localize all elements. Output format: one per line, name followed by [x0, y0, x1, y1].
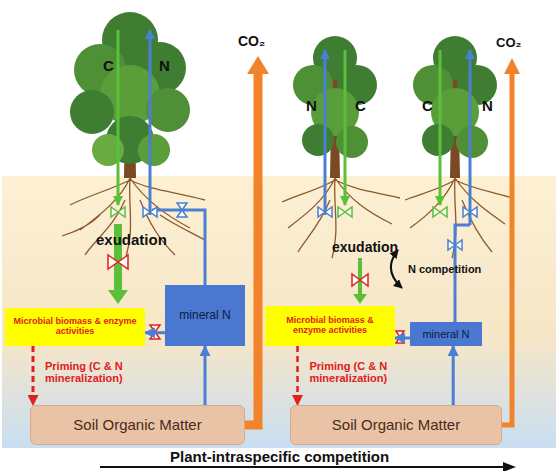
annotation-label: C: [422, 98, 433, 113]
soil-organic-matter-box: Soil Organic Matter: [290, 405, 502, 445]
annotation-label: exudation: [96, 232, 167, 247]
node-text: mineral N: [422, 328, 469, 340]
flow-arrow: [452, 346, 455, 405]
flow-arrow: [145, 331, 165, 334]
annotation-label: N: [306, 98, 317, 113]
flow-arrow: [32, 346, 35, 405]
edge-label: Priming (C & N mineralization): [310, 360, 415, 385]
tree-canopies: [70, 12, 497, 166]
annotation-label: N: [159, 58, 170, 73]
plant-flows: [108, 30, 470, 322]
microbe-box: Microbial biomass & enzyme activities: [5, 308, 145, 346]
annotation-label: Plant-intraspecific competition: [170, 449, 389, 464]
node-text: Soil Organic Matter: [73, 417, 201, 434]
node-text: Microbial biomass & enzyme activities: [269, 316, 391, 336]
soil-organic-matter-box: Soil Organic Matter: [30, 405, 245, 445]
annotation-label: N: [482, 98, 493, 113]
mineral-n-box: mineral N: [410, 322, 482, 346]
roots: [62, 178, 512, 260]
flow-arrow: [296, 346, 299, 405]
node-text: Microbial biomass & enzyme activities: [9, 317, 141, 337]
annotation-label: C: [355, 98, 366, 113]
annotation-label: CO₂: [496, 36, 521, 49]
annotation-label: CO₂: [238, 34, 265, 48]
annotation-label: exudation: [332, 240, 398, 254]
node-text: Soil Organic Matter: [332, 417, 460, 434]
node-text: mineral N: [179, 309, 230, 322]
mineral-n-box: mineral N: [165, 285, 245, 346]
flow-arrow: [204, 346, 207, 405]
flow-arrow: [395, 337, 410, 340]
edge-label: Priming (C & N mineralization): [45, 360, 150, 385]
microbe-box: Microbial biomass & enzyme activities: [265, 306, 395, 346]
soil-background: [2, 176, 556, 448]
co2-efflux: [245, 56, 520, 425]
annotation-label: N competition: [408, 264, 481, 275]
annotation-label: C: [103, 58, 114, 73]
